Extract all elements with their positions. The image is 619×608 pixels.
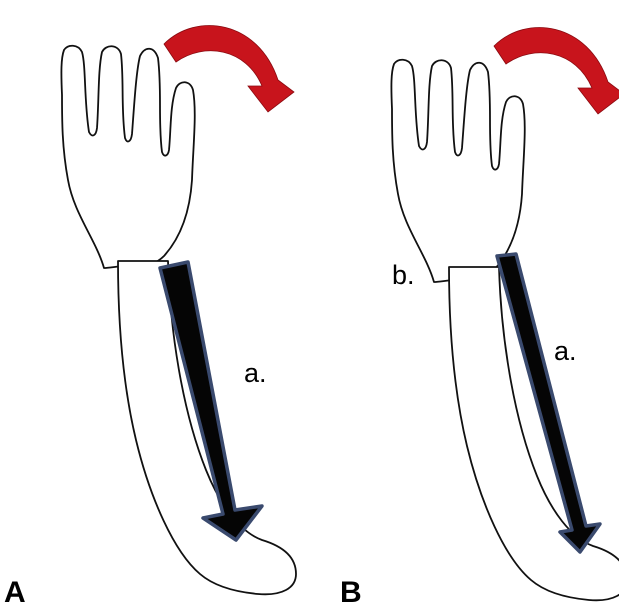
panel-a: a. A (4, 26, 296, 608)
arrow-label-a: a. (244, 358, 267, 388)
hand-outline-a (61, 46, 194, 268)
panel-label-a: A (4, 576, 26, 608)
panel-label-b: B (340, 576, 362, 608)
panel-b: a. b. B (340, 28, 619, 608)
hand-outline-b (391, 60, 524, 282)
arrow-label-b: a. (554, 336, 577, 366)
joint-label-b: b. (392, 260, 415, 290)
